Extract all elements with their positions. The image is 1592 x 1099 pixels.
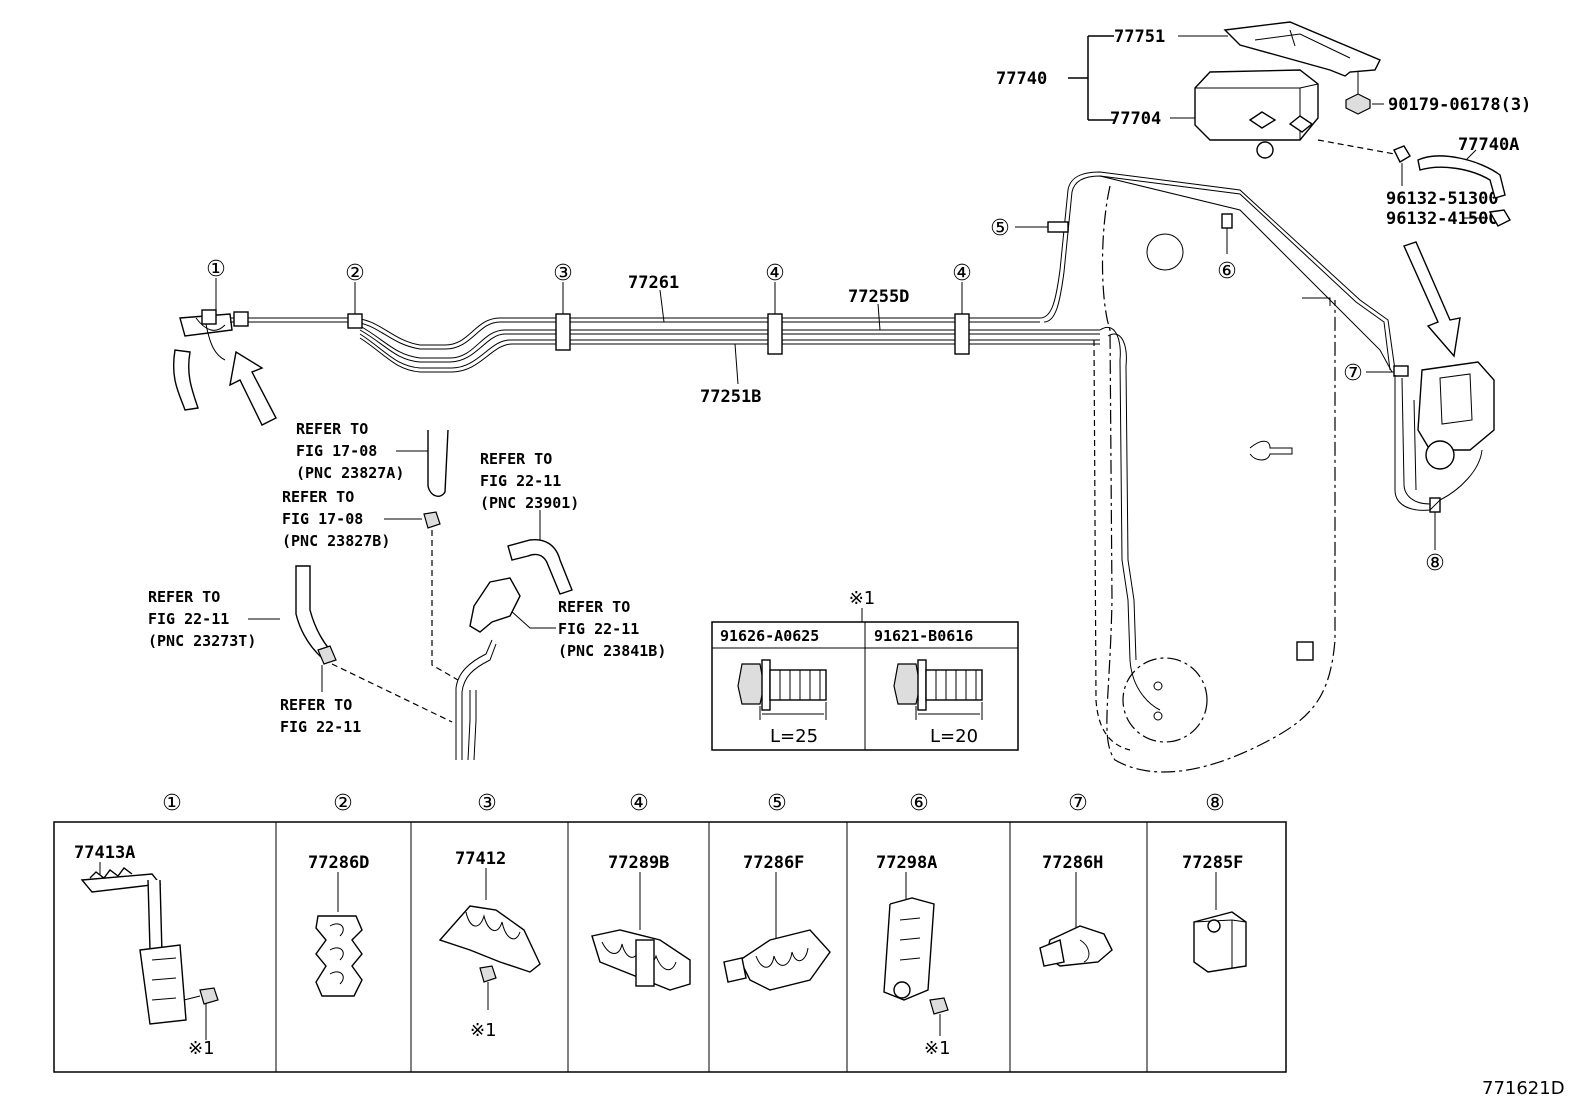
clamp-7-block — [1393, 365, 1409, 377]
clamp-col7-num: ⑦ — [1068, 791, 1088, 816]
part-96132-41500-label: 96132-41500 — [1386, 209, 1499, 229]
ref1-line1: REFER TO — [296, 420, 368, 438]
callout-1: ① — [206, 257, 226, 282]
clamp-table: ① ② ③ ④ ⑤ ⑥ ⑦ ⑧ 77413A 77286D 77412 7728… — [53, 791, 1287, 1073]
part-77740-label: 77740 — [996, 69, 1047, 89]
clamp-77286H-shape — [1039, 872, 1113, 967]
clamp-77298A-shape — [883, 872, 949, 1036]
bolt-col2-length: L=20 — [930, 726, 978, 747]
clamp-col5-part: 77286F — [743, 853, 804, 873]
callout-6: ⑥ — [1217, 259, 1237, 284]
clamp-col2-part: 77286D — [308, 853, 369, 873]
ref4-line1: REFER TO — [148, 588, 220, 606]
ref2-line2: FIG 17-08 — [282, 510, 363, 528]
view-arrow-left — [229, 350, 277, 426]
clamp-77289B-shape — [591, 872, 691, 991]
clamp-col1-part: 77413A — [74, 843, 135, 863]
callout-7: ⑦ — [1343, 361, 1363, 386]
reference-notes: REFER TO FIG 17-08 (PNC 23827A) REFER TO… — [148, 420, 666, 761]
fuel-tank — [1093, 185, 1495, 773]
nut-shape — [1345, 93, 1371, 115]
bolt-table: ※1 91626-A0625 91621-B0616 L=25 L=20 — [711, 588, 1019, 751]
bolt-col1-part: 91626-A0625 — [720, 627, 819, 645]
part-77261-label: 77261 — [628, 273, 679, 293]
part-77255D-label: 77255D — [848, 287, 909, 307]
bolt-table-mark: ※1 — [849, 588, 876, 609]
clamp-col7-part: 77286H — [1042, 853, 1103, 873]
part-77251B-label: 77251B — [700, 387, 761, 407]
ref6-line1: REFER TO — [280, 696, 352, 714]
ref3-line2: FIG 22-11 — [480, 472, 561, 490]
clamp-col1-num: ① — [162, 791, 182, 816]
part-77751-label: 77751 — [1114, 27, 1165, 47]
fuel-tank-outline — [1101, 185, 1336, 773]
clamp-col3-note: ※1 — [470, 1020, 497, 1041]
ref4-line2: FIG 22-11 — [148, 610, 229, 628]
ref6-line2: FIG 22-11 — [280, 718, 361, 736]
clamp-4a-block — [767, 313, 783, 355]
ref2-line1: REFER TO — [282, 488, 354, 506]
clamp-77413A-shape — [80, 862, 219, 1040]
ref3-line1: REFER TO — [480, 450, 552, 468]
clamp-col8-num: ⑧ — [1205, 791, 1225, 816]
canister-assembly: 77751 77740 77704 90179-06178(3) 96132-5… — [996, 21, 1531, 229]
figure-id: 771621D — [1482, 1078, 1565, 1099]
clamp-5-block — [1047, 221, 1069, 233]
callout-4a: ④ — [765, 261, 785, 286]
ref1-line2: FIG 17-08 — [296, 442, 377, 460]
ref5-line1: REFER TO — [558, 598, 630, 616]
clamp-col8-part: 77285F — [1182, 853, 1243, 873]
clamp-77286F-shape — [723, 872, 831, 991]
clamp-col3-num: ③ — [477, 791, 497, 816]
clamp-col1-note: ※1 — [188, 1038, 215, 1059]
ref5-line2: FIG 22-11 — [558, 620, 639, 638]
part-77704-label: 77704 — [1110, 109, 1161, 129]
callout-2: ② — [345, 261, 365, 286]
clamp-col4-part: 77289B — [608, 853, 669, 873]
clamp-4b-block — [954, 313, 970, 355]
clamp-col3-part: 77412 — [455, 849, 506, 869]
left-hose-shape — [172, 349, 199, 411]
ref3-line3: (PNC 23901) — [480, 494, 579, 512]
ref2-line3: (PNC 23827B) — [282, 532, 390, 550]
part-77740A-label: 77740A — [1458, 135, 1519, 155]
clamp-3-block — [555, 313, 571, 351]
clamp-77285F-shape — [1193, 872, 1247, 973]
clamp-col6-note: ※1 — [924, 1038, 951, 1059]
clamp-col6-num: ⑥ — [909, 791, 929, 816]
bolt-col2-part: 91621-B0616 — [874, 627, 973, 645]
clamp-77286D-shape — [315, 872, 363, 997]
callout-8: ⑧ — [1425, 551, 1445, 576]
clamp-6-block — [1221, 213, 1233, 229]
part-96132-51300-label: 96132-51300 — [1386, 189, 1499, 209]
canister-bracket-shape — [1223, 21, 1381, 77]
clamp-1-block — [201, 309, 217, 325]
hose-77740A-shape — [1417, 155, 1506, 199]
part-90179-label: 90179-06178(3) — [1388, 95, 1531, 115]
callout-4b: ④ — [952, 261, 972, 286]
clamp-col4-num: ④ — [629, 791, 649, 816]
clamp-col2-num: ② — [333, 791, 353, 816]
ref5-line3: (PNC 23841B) — [558, 642, 666, 660]
clamp-col6-part: 77298A — [876, 853, 937, 873]
view-arrow-right — [1403, 241, 1461, 358]
clamp-77412-shape — [438, 868, 541, 1010]
ref1-line3: (PNC 23827A) — [296, 464, 404, 482]
callout-3: ③ — [553, 261, 573, 286]
ref4-line3: (PNC 23273T) — [148, 632, 256, 650]
bolt-col1-length: L=25 — [770, 726, 818, 747]
clamp-col5-num: ⑤ — [767, 791, 787, 816]
fuel-tube-run: ① ② ③ ④ ④ ⑤ ⑥ ⑦ ⑧ 77261 77255D 77251B — [172, 171, 1445, 576]
callout-5: ⑤ — [990, 216, 1010, 241]
clamp-2-block — [347, 313, 363, 329]
